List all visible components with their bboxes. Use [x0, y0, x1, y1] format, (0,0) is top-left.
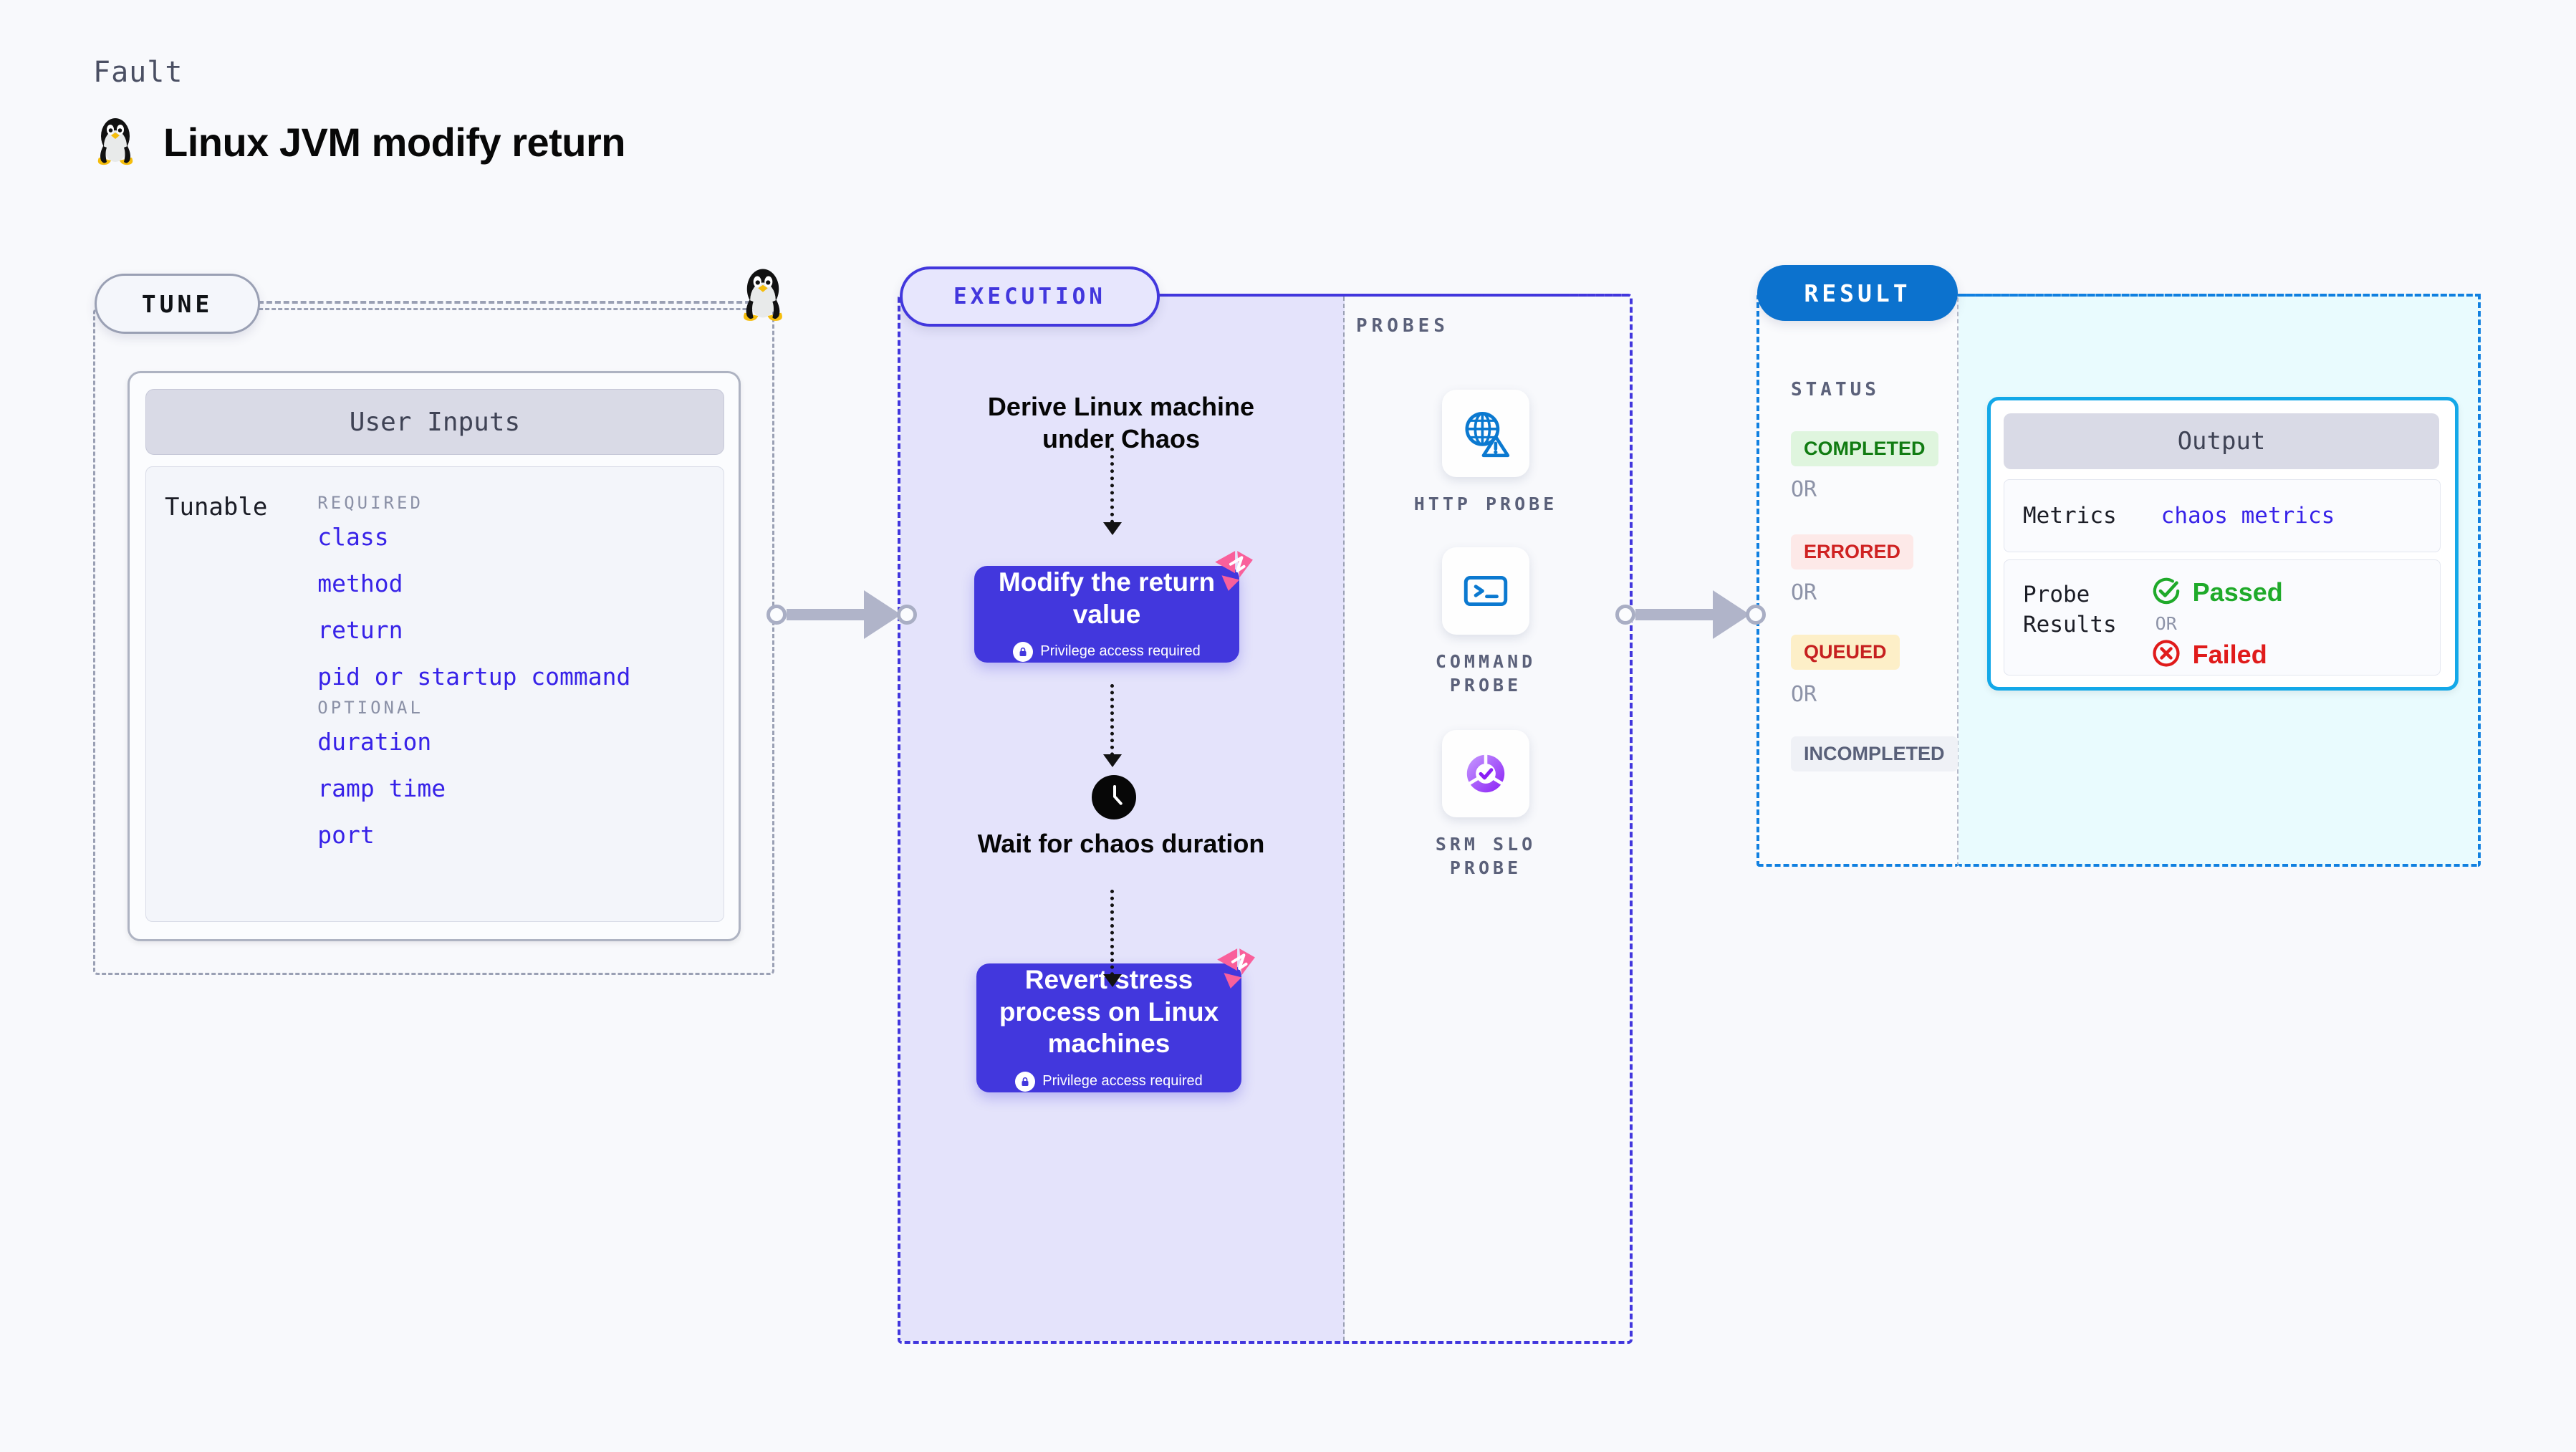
connector-shaft [1635, 609, 1714, 620]
terminal-icon [1442, 547, 1529, 635]
output-probe-results-values: Passed OR Failed [2151, 576, 2283, 675]
output-metrics-label: Metrics [2023, 503, 2117, 529]
execution-pill[interactable]: EXECUTION [900, 266, 1160, 327]
globe-warning-icon [1442, 390, 1529, 477]
probe-command[interactable]: COMMAND PROBE [1396, 547, 1575, 697]
connector-dot-right [897, 605, 917, 625]
connector-dot-left [766, 605, 787, 625]
connector-dot-right [1746, 605, 1766, 625]
output-probe-results-label: Probe Results [2023, 582, 2117, 638]
flow-arrow-3 [1103, 890, 1122, 987]
tunable-item-return[interactable]: return [317, 616, 403, 644]
status-badge-completed: COMPLETED [1791, 431, 1938, 466]
tunable-item-pid-or-startup-command[interactable]: pid or startup command [317, 663, 631, 691]
flow-arrow-2 [1103, 684, 1122, 767]
status-or-3: OR [1791, 682, 1817, 707]
output-probe-results-row: Probe Results Passed OR [2004, 559, 2441, 675]
probes-section-label: PROBES [1356, 315, 1449, 337]
probe-srm-slo-caption: SRM SLO PROBE [1435, 834, 1537, 878]
tunable-label: Tunable [165, 493, 268, 521]
x-circle-icon [2151, 638, 2181, 671]
execution-action-modify-return-title: Modify the return value [998, 567, 1216, 629]
tune-pill[interactable]: TUNE [95, 274, 260, 334]
privilege-note-text: Privilege access required [1040, 643, 1201, 660]
tunable-item-duration[interactable]: duration [317, 728, 432, 756]
connector-arrowhead [864, 590, 901, 639]
tunable-list: REQUIRED class method return pid or star… [317, 493, 630, 921]
check-circle-icon [2151, 576, 2181, 609]
flow-arrow-1 [1103, 448, 1122, 535]
status-badge-errored: ERRORED [1791, 534, 1914, 569]
lock-icon [1015, 1071, 1036, 1092]
probe-srm-slo[interactable]: SRM SLO PROBE [1396, 730, 1575, 880]
execution-panel-fill [900, 297, 1345, 1341]
tunable-item-ramp-time[interactable]: ramp time [317, 774, 446, 802]
tunable-group-title-optional: OPTIONAL [317, 698, 423, 718]
tune-linux-penguin-icon [738, 265, 788, 331]
output-metrics-value[interactable]: chaos metrics [2161, 503, 2335, 529]
probe-http-caption: HTTP PROBE [1413, 494, 1558, 514]
execution-step-wait-label: Wait for chaos duration [977, 829, 1265, 858]
user-inputs-title: User Inputs [145, 389, 724, 455]
output-card: Output Metrics chaos metrics Probe Resul… [1987, 397, 2459, 691]
status-section-label: STATUS [1791, 379, 1880, 400]
privilege-note: Privilege access required [1015, 1071, 1203, 1092]
execution-probes-container: HTTP PROBE COMMAND PROBE [898, 294, 1633, 1344]
probe-result-or: OR [2155, 613, 2177, 634]
output-metrics-row: Metrics chaos metrics [2004, 479, 2441, 552]
status-badge-incompleted: INCOMPLETED [1791, 736, 1958, 771]
connector-dot-left [1615, 605, 1635, 625]
litmus-logo-icon [1211, 549, 1255, 593]
output-title: Output [2004, 413, 2439, 469]
tunable-item-class[interactable]: class [317, 523, 389, 551]
execution-action-revert-stress-title: Revert stress process on Linux machines [999, 965, 1219, 1059]
connector-arrowhead [1713, 590, 1750, 639]
result-pill[interactable]: RESULT [1757, 265, 1958, 321]
connector-execution-to-result [1615, 590, 1766, 639]
tunable-card: Tunable REQUIRED class method return pid… [145, 466, 724, 922]
execution-action-modify-return[interactable]: Modify the return value Privilege access… [974, 551, 1253, 663]
fault-eyebrow-label: Fault [93, 56, 183, 89]
user-inputs-card: User Inputs Tunable REQUIRED class metho… [128, 371, 741, 941]
probe-result-passed: Passed [2151, 576, 2283, 609]
connector-shaft [787, 609, 865, 620]
status-or-2: OR [1791, 580, 1817, 605]
privilege-note: Privilege access required [1013, 641, 1201, 662]
execution-top-divider [1155, 294, 1628, 297]
tune-top-divider [258, 301, 759, 304]
lock-icon [1013, 641, 1034, 662]
probe-http[interactable]: HTTP PROBE [1396, 390, 1575, 516]
execution-step-derive-label: Derive Linux machine under Chaos [987, 392, 1255, 453]
tunable-group-title-required: REQUIRED [317, 493, 423, 513]
litmus-logo-icon [1213, 946, 1257, 991]
status-or-1: OR [1791, 477, 1817, 502]
privilege-note-text: Privilege access required [1042, 1073, 1203, 1090]
probe-result-passed-label: Passed [2192, 577, 2283, 607]
status-badge-queued: QUEUED [1791, 635, 1900, 670]
page-title: Linux JVM modify return [163, 119, 626, 165]
execution-action-revert-stress[interactable]: Revert stress process on Linux machines … [976, 948, 1255, 1092]
clock-icon [1092, 775, 1136, 819]
probe-result-failed-label: Failed [2192, 640, 2267, 669]
tunable-item-method[interactable]: method [317, 569, 403, 597]
slo-donut-check-icon [1442, 730, 1529, 817]
connector-tune-to-execution [766, 590, 917, 639]
result-status-container: STATUS COMPLETED OR ERRORED OR QUEUED OR… [1756, 294, 1959, 867]
result-output-container: Output Metrics chaos metrics Probe Resul… [1958, 294, 2481, 867]
probe-result-failed: Failed [2151, 638, 2283, 671]
tunable-item-port[interactable]: port [317, 821, 375, 849]
result-top-divider [1958, 294, 2481, 297]
tune-section-container [93, 308, 774, 975]
probe-command-caption: COMMAND PROBE [1435, 651, 1537, 696]
linux-penguin-icon [93, 115, 138, 169]
fault-title-row: Linux JVM modify return [93, 115, 626, 169]
